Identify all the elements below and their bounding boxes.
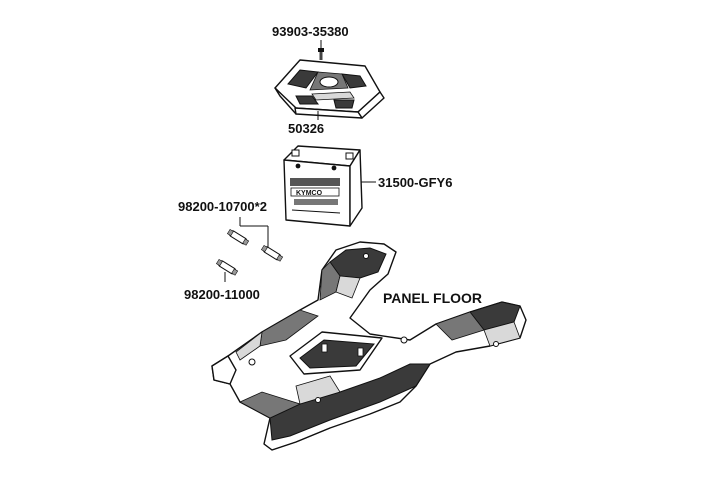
battery: KYMCO <box>283 145 363 227</box>
label-fuse-single: 98200-11000 <box>184 287 260 302</box>
fuse-3 <box>215 258 239 276</box>
label-cover: 50326 <box>288 121 324 136</box>
fuse-leader <box>239 217 269 247</box>
panel-floor <box>211 241 527 451</box>
screw <box>318 40 324 60</box>
fuse-2 <box>260 244 284 262</box>
label-screw: 93903-35380 <box>272 24 349 39</box>
label-battery: 31500-GFY6 <box>378 175 452 190</box>
label-floor: PANEL FLOOR <box>383 290 482 306</box>
battery-cover <box>274 59 385 119</box>
svg-text:KYMCO: KYMCO <box>296 190 323 197</box>
label-fuse-pair: 98200-10700*2 <box>178 199 267 214</box>
fuse-1 <box>226 228 250 246</box>
